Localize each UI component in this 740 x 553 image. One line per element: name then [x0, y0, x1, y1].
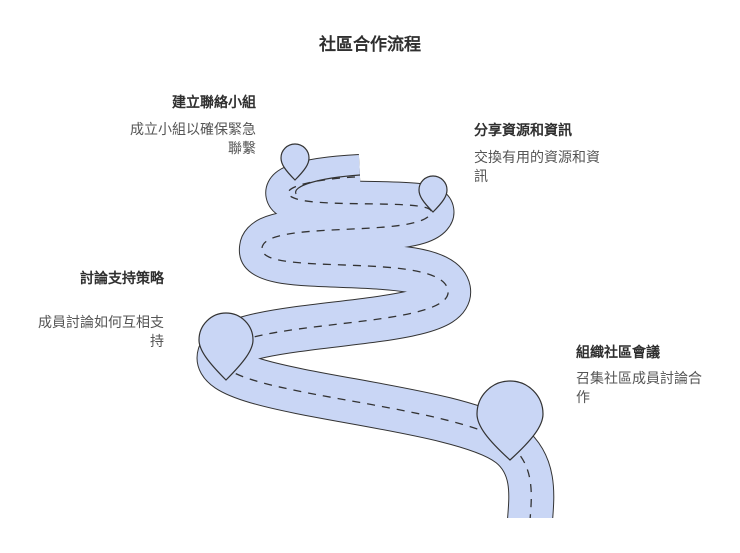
- step-1-description: 成立小組以確保緊急 聯繫: [130, 121, 256, 159]
- step-1-desc-line2: 聯繫: [228, 141, 256, 157]
- pin-step-2: [418, 175, 448, 213]
- step-2-desc-line2: 訊: [474, 169, 488, 185]
- step-3-description: 成員討論如何互相支 持: [38, 314, 164, 352]
- pin-step-3: [198, 312, 254, 381]
- step-3-desc-line2: 持: [150, 334, 164, 350]
- step-3-desc-line1: 成員討論如何互相支: [38, 315, 164, 331]
- step-4-desc-line2: 作: [576, 390, 590, 406]
- road-surface: [197, 155, 554, 522]
- pin-step-4: [476, 380, 544, 461]
- step-3-heading: 討論支持策略: [80, 271, 164, 287]
- road-far-end: [295, 174, 361, 195]
- pin-step-1: [280, 143, 310, 181]
- step-4-desc-line1: 召集社區成員討論合: [576, 371, 702, 387]
- step-1-desc-line1: 成立小組以確保緊急: [130, 122, 256, 138]
- step-1-heading: 建立聯絡小組: [172, 95, 256, 111]
- step-4-description: 召集社區成員討論合 作: [576, 370, 702, 408]
- diagram-title: 社區合作流程: [319, 35, 421, 55]
- road-center-line: [219, 176, 532, 521]
- step-2-description: 交換有用的資源和資 訊: [474, 149, 600, 187]
- step-2-heading: 分享資源和資訊: [474, 123, 572, 139]
- step-4-heading: 組織社區會議: [576, 345, 660, 361]
- step-2-desc-line1: 交換有用的資源和資: [474, 150, 600, 166]
